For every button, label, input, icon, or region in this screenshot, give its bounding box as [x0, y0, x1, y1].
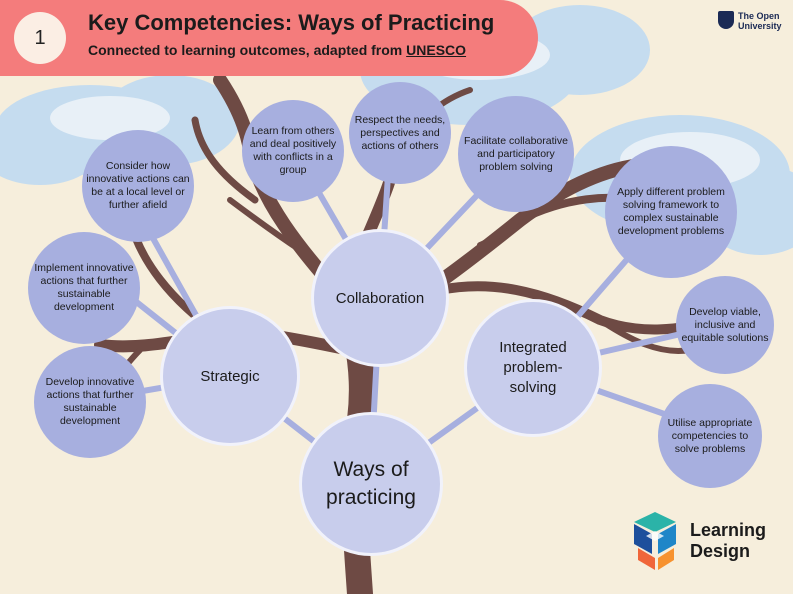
leaf-develop-innovative-text: Develop innovative actions that further …	[45, 376, 135, 427]
leaf-utilise: Utilise appropriate competencies to solv…	[658, 384, 762, 488]
branch-collaboration-label: Collaboration	[335, 289, 425, 307]
header-banner	[0, 0, 538, 76]
leaf-utilise-text: Utilise appropriate competencies to solv…	[667, 416, 753, 455]
leaf-develop-viable-text: Develop viable, inclusive and equitable …	[681, 305, 769, 344]
leaf-respect-text: Respect the needs, perspectives and acti…	[354, 113, 446, 152]
leaf-consider: Consider how innovative actions can be a…	[82, 130, 194, 242]
branch-strategic: Strategic	[160, 306, 300, 446]
learning-design-label: Learning Design	[690, 520, 766, 562]
leaf-develop-viable: Develop viable, inclusive and equitable …	[676, 276, 774, 374]
page-title: Key Competencies: Ways of Practicing	[88, 10, 495, 35]
root-line1: Ways of	[333, 458, 409, 481]
leaf-implement: Implement innovative actions that furthe…	[28, 232, 140, 344]
unesco-link[interactable]: UNESCO	[406, 42, 467, 58]
open-university-logo: The Open University	[718, 11, 792, 31]
root-line2: practicing	[326, 486, 416, 509]
branch-integrated-problem-solving: Integrated problem- solving	[464, 299, 602, 437]
learning-design-cube-icon	[634, 512, 676, 570]
branch-integrated-line3: solving	[509, 379, 557, 396]
branch-strategic-label: Strategic	[200, 367, 260, 385]
learning-design-line1: Learning	[690, 520, 767, 540]
leaf-apply-text: Apply different problem solving framewor…	[617, 186, 725, 237]
leaf-learn: Learn from others and deal positively wi…	[242, 100, 344, 202]
learning-design-line2: Design	[690, 541, 751, 561]
section-number: 1	[14, 12, 66, 64]
leaf-apply: Apply different problem solving framewor…	[605, 146, 737, 278]
leaf-develop-innovative: Develop innovative actions that further …	[34, 346, 146, 458]
leaf-implement-text: Implement innovative actions that furthe…	[34, 262, 134, 313]
branch-integrated-line2: problem-	[503, 359, 563, 376]
open-university-shield-icon	[718, 11, 734, 29]
root-ways-of-practicing: Ways of practicing	[299, 412, 443, 556]
leaf-facilitate-text: Facilitate collaborative and participato…	[464, 134, 568, 173]
leaf-learn-text: Learn from others and deal positively wi…	[249, 125, 337, 176]
branch-collaboration: Collaboration	[311, 229, 449, 367]
leaf-respect: Respect the needs, perspectives and acti…	[349, 82, 451, 184]
open-university-label: The Open University	[738, 11, 782, 31]
branch-integrated-line1: Integrated	[499, 339, 567, 356]
leaf-consider-text: Consider how innovative actions can be a…	[86, 160, 190, 211]
subtitle-text: Connected to learning outcomes, adapted …	[88, 42, 407, 58]
leaf-facilitate: Facilitate collaborative and participato…	[458, 96, 574, 212]
page-subtitle: Connected to learning outcomes, adapted …	[88, 42, 466, 58]
